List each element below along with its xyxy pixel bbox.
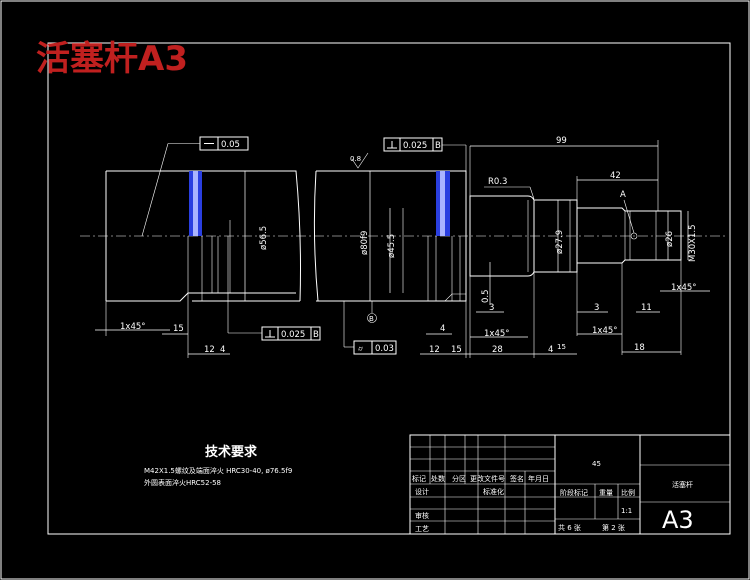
svg-text:重量: 重量 <box>599 489 613 497</box>
svg-text:R0.3: R0.3 <box>488 177 507 187</box>
svg-text:4: 4 <box>440 324 445 334</box>
piston-rod-body <box>105 170 467 302</box>
svg-text:4: 4 <box>220 345 225 355</box>
tech-line-2: 外圆表面淬火HRC52-58 <box>144 478 221 487</box>
svg-text:4: 4 <box>548 345 553 355</box>
svg-text:阶段标记: 阶段标记 <box>560 488 588 497</box>
drawing-title: 活塞杆A3 <box>36 39 188 79</box>
svg-text:设计: 设计 <box>415 487 429 496</box>
svg-text:0.03: 0.03 <box>375 344 394 354</box>
svg-text:15: 15 <box>451 345 462 355</box>
svg-text:15: 15 <box>173 324 184 334</box>
perpendicularity-frame-bottom: 0.025 B <box>227 301 321 341</box>
svg-text:0.05: 0.05 <box>221 140 240 150</box>
svg-text:年月日: 年月日 <box>528 474 549 483</box>
svg-text:12: 12 <box>204 345 215 355</box>
svg-text:1x45°: 1x45° <box>120 322 146 332</box>
svg-text:⌭: ⌭ <box>358 345 363 353</box>
tech-line-1: M42X1.5螺纹及端面淬火 HRC30-40, ø76.5f9 <box>144 466 292 475</box>
svg-text:分区: 分区 <box>452 474 466 483</box>
svg-text:M30X1.5: M30X1.5 <box>688 225 698 263</box>
svg-text:ø27.9: ø27.9 <box>555 230 565 254</box>
svg-text:比例: 比例 <box>621 488 635 497</box>
svg-text:12: 12 <box>429 345 440 355</box>
svg-text:11: 11 <box>641 303 652 313</box>
datum-b-marker: B <box>367 301 377 323</box>
svg-text:1x45°: 1x45° <box>484 329 510 339</box>
svg-text:第 2 张: 第 2 张 <box>602 523 625 532</box>
top-dimensions: 99 42 A R0.3 <box>469 136 659 234</box>
inner-frame <box>47 42 731 535</box>
svg-text:28: 28 <box>492 345 503 355</box>
svg-text:处数: 处数 <box>431 474 445 483</box>
svg-text:A: A <box>620 190 626 200</box>
svg-text:45: 45 <box>592 460 601 468</box>
svg-text:42: 42 <box>610 171 621 181</box>
svg-text:0.5: 0.5 <box>481 289 491 303</box>
svg-text:3: 3 <box>489 303 494 313</box>
svg-text:标记: 标记 <box>412 474 426 483</box>
svg-text:A3: A3 <box>662 506 694 534</box>
svg-text:18: 18 <box>634 343 645 353</box>
svg-text:签名: 签名 <box>510 474 524 483</box>
svg-text:B: B <box>313 330 319 340</box>
svg-text:1x45°: 1x45° <box>671 283 697 293</box>
surface-roughness: 0.8 <box>350 152 369 169</box>
bottom-dimensions: 1x45° 15 12 4 4 12 15 1x45° 28 4 15 1x45… <box>95 260 710 358</box>
svg-text:ø56.5: ø56.5 <box>259 226 269 250</box>
svg-text:99: 99 <box>556 136 567 146</box>
diameter-dimensions: ø56.5 ø80f9 ø45.5 ø27.9 ø26 M30X1.5 <box>244 171 698 301</box>
svg-text:1:1: 1:1 <box>621 507 632 515</box>
perpendicularity-frame-top: 0.025 B <box>383 137 467 171</box>
svg-text:更改文件号: 更改文件号 <box>470 474 505 483</box>
svg-text:审核: 审核 <box>415 511 429 520</box>
svg-text:工艺: 工艺 <box>415 525 429 533</box>
svg-text:B: B <box>369 315 374 323</box>
svg-text:0.025: 0.025 <box>403 141 427 151</box>
svg-text:ø45.5: ø45.5 <box>387 234 397 258</box>
svg-text:活塞杆: 活塞杆 <box>672 480 693 489</box>
svg-text:1x45°: 1x45° <box>592 326 618 336</box>
tech-heading: 技术要求 <box>205 444 258 460</box>
straightness-frame: 0.05 <box>141 136 249 237</box>
svg-text:3: 3 <box>594 303 599 313</box>
svg-text:15: 15 <box>557 343 566 351</box>
svg-text:标准化: 标准化 <box>483 487 504 496</box>
cylindricity-frame: ⌭ 0.03 <box>343 301 397 355</box>
svg-text:ø26: ø26 <box>665 231 675 247</box>
svg-text:B: B <box>435 141 441 151</box>
svg-text:共 6 张: 共 6 张 <box>558 523 581 532</box>
svg-text:ø80f9: ø80f9 <box>360 231 370 255</box>
svg-text:0.025: 0.025 <box>281 330 305 340</box>
title-block: 标记 处数 分区 更改文件号 签名 年月日 设计 标准化 审核 工艺 45 阶段… <box>409 434 731 535</box>
svg-text:0.8: 0.8 <box>350 155 361 163</box>
